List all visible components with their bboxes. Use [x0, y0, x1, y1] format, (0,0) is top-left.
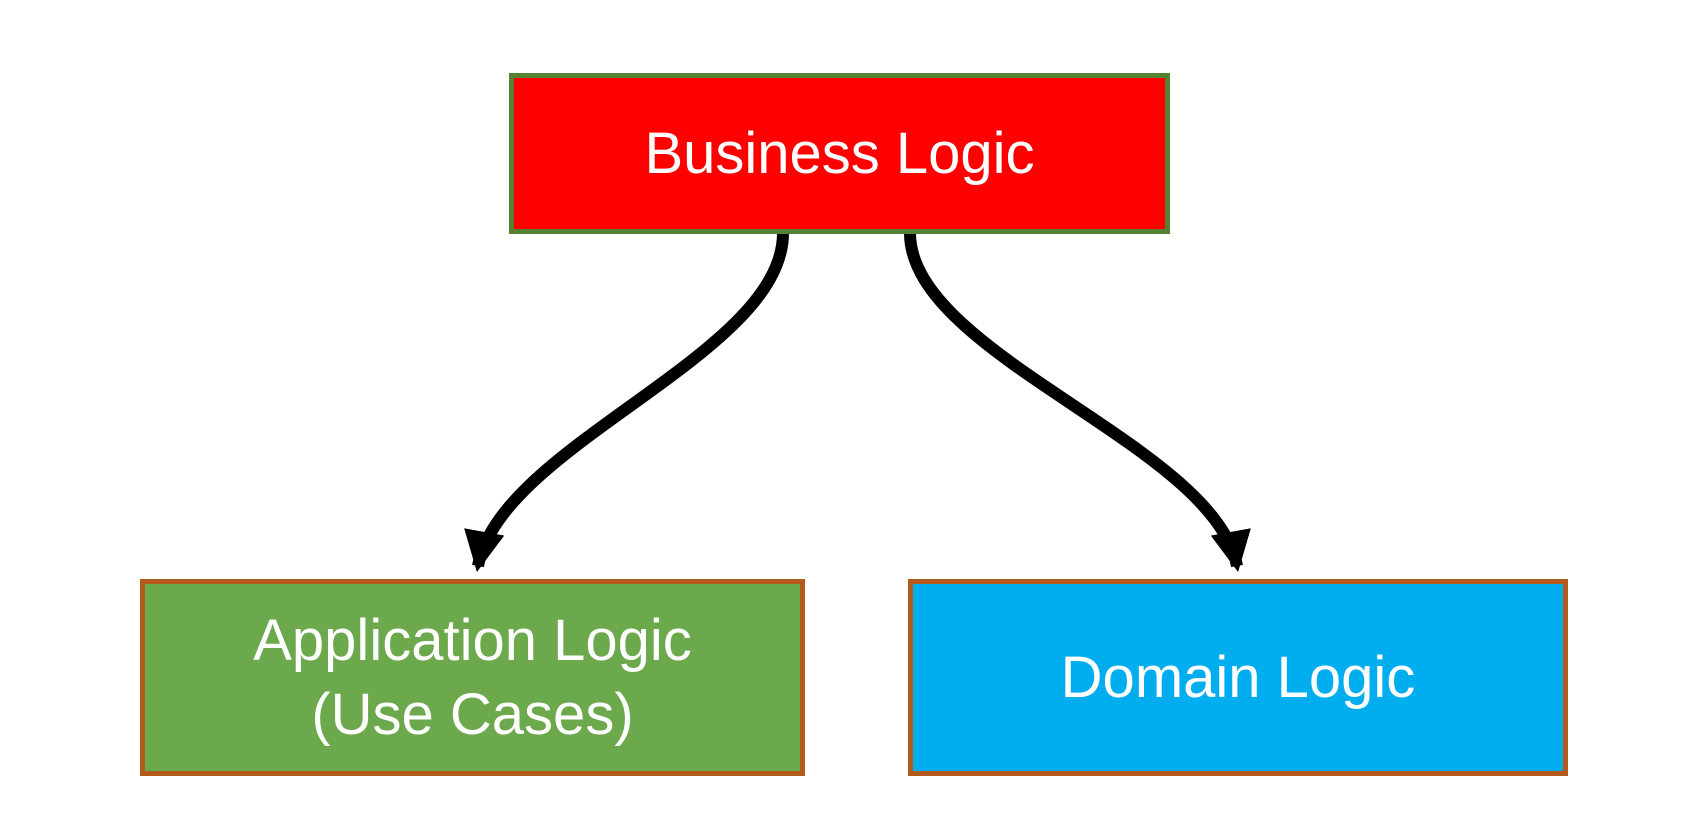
domain-logic-label: Domain Logic [1060, 644, 1416, 710]
node-business-logic: Business Logic [509, 73, 1170, 234]
application-logic-label: Application Logic (Use Cases) [253, 608, 692, 747]
node-domain-logic: Domain Logic [908, 579, 1568, 776]
business-logic-label: Business Logic [644, 120, 1035, 186]
node-application-logic: Application Logic (Use Cases) [140, 579, 805, 776]
connector-business-to-domain [904, 232, 1251, 573]
connector-business-to-application [464, 232, 789, 573]
